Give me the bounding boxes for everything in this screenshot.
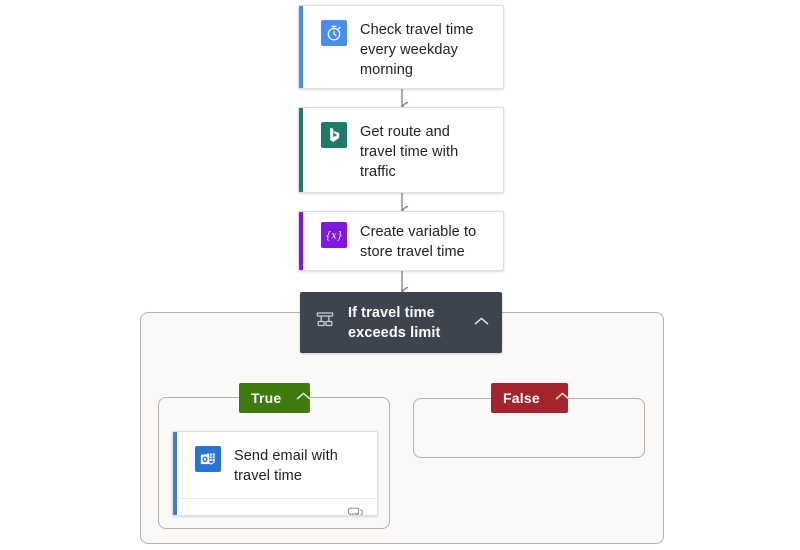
card-footer — [178, 498, 377, 517]
flow-node-send-email[interactable]: Send email with travel time — [172, 431, 378, 516]
stopwatch-icon — [321, 20, 347, 46]
outlook-icon — [195, 446, 221, 472]
card-accent-bar — [299, 6, 303, 88]
svg-text:{x}: {x} — [325, 231, 343, 242]
flow-node-title: Send email with travel time — [234, 448, 338, 484]
condition-branch-icon — [314, 309, 348, 336]
branch-label-text: True — [251, 390, 282, 406]
variable-braces-icon: {x} — [321, 222, 347, 248]
chevron-up-icon[interactable] — [465, 314, 490, 332]
branch-label-true[interactable]: True — [239, 383, 312, 413]
card-accent-bar — [299, 108, 303, 192]
card-accent-bar — [299, 212, 303, 270]
flow-node-title: Check travel time every weekday morning — [360, 22, 474, 78]
chevron-up-icon[interactable] — [281, 389, 312, 407]
comment-icon[interactable] — [348, 506, 363, 517]
branch-label-text: False — [503, 390, 540, 406]
flow-node-title: Create variable to store travel time — [360, 224, 477, 260]
chevron-up-icon[interactable] — [540, 389, 571, 407]
flow-node-initialize-variable[interactable]: {x} Create variable to store travel time — [298, 211, 504, 271]
flow-node-title: If travel time exceeds limit — [348, 304, 441, 341]
flow-node-title: Get route and travel time with traffic — [360, 124, 459, 180]
bing-maps-icon — [321, 122, 347, 148]
flow-node-bing-maps-route[interactable]: Get route and travel time with traffic — [298, 107, 504, 193]
branch-label-false[interactable]: False — [491, 383, 571, 413]
flow-node-trigger-recurrence[interactable]: Check travel time every weekday morning — [298, 5, 504, 89]
card-accent-bar — [173, 432, 177, 515]
flow-node-condition[interactable]: If travel time exceeds limit — [300, 292, 502, 353]
